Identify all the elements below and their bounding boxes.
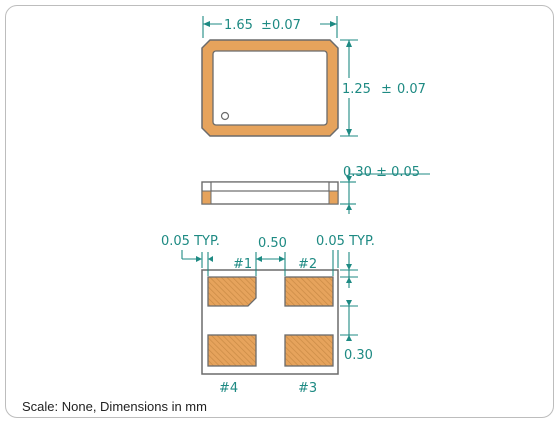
height-tolerance: 0.07	[397, 82, 426, 97]
height-arrow-bottom	[346, 129, 352, 136]
pin1-indicator-dot	[220, 111, 230, 121]
pin-label-3: #3	[298, 381, 317, 396]
pad-size-value: 0.30	[344, 348, 373, 363]
width-pm: ±	[261, 18, 272, 33]
pin-label-2: #2	[298, 257, 317, 272]
gap-left-arrow-inner	[208, 256, 213, 262]
pad-pitch-value: 0.50	[258, 236, 287, 251]
top-view-lid	[212, 50, 328, 126]
pad-4	[207, 334, 257, 367]
pitch-arrow-left	[256, 256, 262, 262]
gap-left-arrow	[196, 256, 202, 262]
side-view: 0.30 ± 0.05	[201, 165, 430, 214]
pad-2	[284, 276, 334, 307]
pad-gap-typ-left: 0.05 TYP.	[161, 234, 220, 249]
side-view-terminal-left	[201, 190, 212, 205]
pad-gap-typ-right: 0.05 TYP.	[316, 234, 375, 249]
top-view: 1.65 ± 0.07 1.25 ± 0.07	[201, 16, 426, 137]
width-arrow-left	[203, 21, 210, 27]
thickness-label: 0.30 ± 0.05	[343, 165, 420, 180]
width-tolerance: 0.07	[272, 18, 301, 33]
pin-label-4: #4	[219, 381, 238, 396]
pad-3	[284, 334, 334, 367]
pad-size-arrow-top	[346, 300, 352, 306]
pin-label-1: #1	[233, 257, 252, 272]
pitch-arrow-right	[279, 256, 285, 262]
height-value: 1.25	[342, 82, 371, 97]
bottom-view: #1 #2 #4 #3 0.05 TYP. 0.50 0.05 TYP.	[161, 234, 375, 396]
scale-note: Scale: None, Dimensions in mm	[22, 399, 207, 414]
height-arrow-top	[346, 40, 352, 47]
height-pm: ±	[381, 82, 392, 97]
width-arrow-right	[330, 21, 337, 27]
vgap-arrow-top	[346, 264, 352, 270]
thickness-arrow-top	[346, 176, 352, 182]
pad-1	[207, 276, 257, 307]
pad-size-arrow-bottom	[346, 335, 352, 341]
thickness-arrow-bottom	[346, 204, 352, 210]
vgap-arrow-bottom	[346, 277, 352, 283]
side-view-terminal-right	[328, 190, 339, 205]
width-value: 1.65	[224, 18, 253, 33]
side-view-lid	[210, 181, 330, 192]
